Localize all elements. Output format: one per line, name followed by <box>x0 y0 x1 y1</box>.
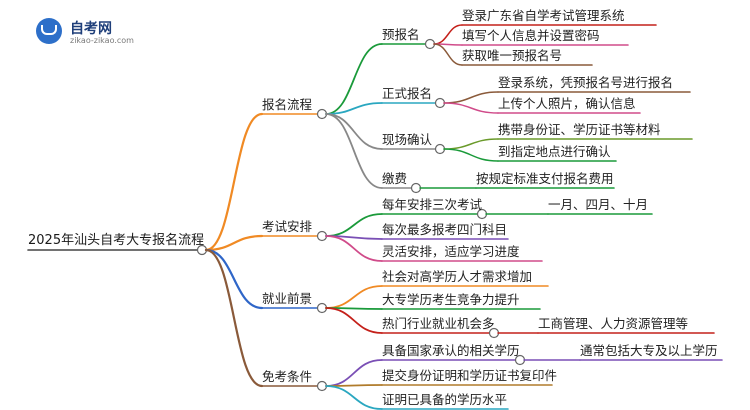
connector-36 <box>325 307 383 334</box>
connector-2 <box>325 102 383 115</box>
edge-root-b1 <box>204 112 264 252</box>
leaf-upload-photo: 上传个人照片，确认信息 <box>498 96 636 111</box>
logo-name: 自考网 <box>70 21 112 37</box>
leaf-register-with-number: 登录系统，凭预报名号进行报名 <box>498 75 674 90</box>
payment-toggle[interactable] <box>410 182 422 194</box>
logo-url: zikao-zikao.com <box>70 36 134 45</box>
branch-employment: 就业前景 <box>262 291 313 306</box>
connector-12 <box>433 43 463 66</box>
edge-root-b4 <box>204 248 264 388</box>
leaf-bring-documents: 携带身份证、学历证书等材料 <box>498 122 661 137</box>
graduation-cap-icon <box>36 18 62 44</box>
connector-46 <box>325 385 383 410</box>
node-formal-registration: 正式报名 <box>382 86 433 101</box>
connector-20 <box>443 148 499 162</box>
item-competitiveness: 大专学历考生竞争力提升 <box>382 292 520 307</box>
connector-44 <box>325 384 383 387</box>
item-exam-months: 一月、四月、十月 <box>548 197 649 212</box>
item-recognized-degree: 具备国家承认的相关学历 <box>382 343 520 358</box>
item-demand: 社会对高学历人才需求增加 <box>382 269 533 284</box>
item-three-exams: 每年安排三次考试 <box>382 197 483 212</box>
item-four-subjects: 每次最多报考四门科目 <box>382 222 508 237</box>
item-flexible: 灵活安排，适应学习进度 <box>382 244 520 259</box>
connector-18 <box>443 138 499 150</box>
item-prove-level: 证明已具备的学历水平 <box>382 392 508 407</box>
node-onsite-confirmation: 现场确认 <box>382 132 433 147</box>
connector-40 <box>325 359 383 387</box>
onsite-toggle[interactable] <box>434 143 446 155</box>
site-logo[interactable]: 自考网 zikao-zikao.com <box>36 18 156 48</box>
item-degree-level: 通常包括大专及以上学历 <box>580 343 718 358</box>
item-submit-copies: 提交身份证明和学历证书复印件 <box>382 368 558 383</box>
leaf-go-to-site: 到指定地点进行确认 <box>498 144 611 159</box>
connector-24 <box>325 213 383 237</box>
connector-6 <box>325 113 383 189</box>
leaf-pay-fee: 按规定标准支付报名费用 <box>476 171 614 186</box>
node-pre-registration: 预报名 <box>382 27 420 42</box>
connector-30 <box>325 235 383 262</box>
item-industry-examples: 工商管理、人力资源管理等 <box>538 316 689 331</box>
connector-8 <box>433 24 463 45</box>
root-topic: 2025年汕头自考大专报名流程 <box>28 233 205 248</box>
leaf-fill-info: 填写个人信息并设置密码 <box>462 28 600 43</box>
branch-exemption: 免考条件 <box>262 369 313 384</box>
leaf-get-number: 获取唯一预报名号 <box>462 48 563 63</box>
item-hot-industries: 热门行业就业机会多 <box>382 316 495 331</box>
node-payment: 缴费 <box>382 171 408 186</box>
branch-exam-schedule: 考试安排 <box>262 219 313 234</box>
connector-16 <box>443 102 499 114</box>
connector-4 <box>325 113 383 150</box>
connector-32 <box>325 285 383 309</box>
pre-reg-toggle[interactable] <box>424 38 436 50</box>
connector-14 <box>443 91 499 104</box>
formal-reg-toggle[interactable] <box>434 97 446 109</box>
leaf-login-system: 登录广东省自学考试管理系统 <box>462 8 625 23</box>
branch-registration-process: 报名流程 <box>262 97 313 112</box>
edge-root-b3 <box>204 248 264 310</box>
connector-0 <box>325 43 383 115</box>
edge-root-b2 <box>204 234 264 252</box>
